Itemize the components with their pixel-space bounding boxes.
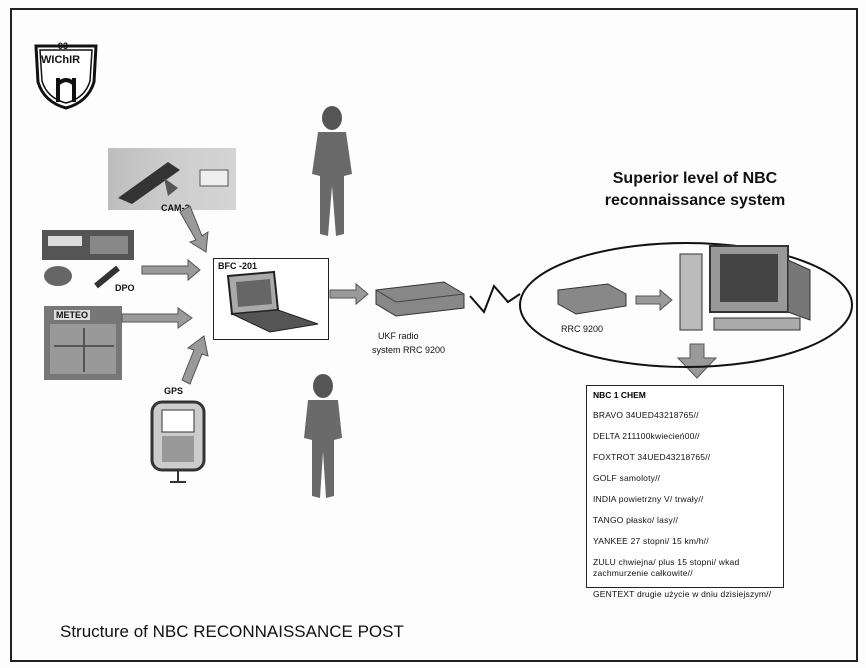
desktop-computer-photo — [674, 240, 814, 336]
message-line: FOXTROT 34UED43218765// — [593, 452, 777, 463]
superior-title-line1: Superior level of NBC — [560, 168, 830, 190]
nbc-1-chem-message: NBC 1 CHEM BRAVO 34UED43218765// DELTA 2… — [586, 385, 784, 588]
radio-link-zigzag — [470, 286, 520, 312]
superior-title-line2: reconnaissance system — [560, 190, 830, 212]
arrow-meteo-to-bfc — [122, 308, 192, 328]
arrow-cam-to-bfc — [180, 206, 208, 252]
rrc-9200-photo — [556, 280, 628, 316]
slide-caption: Structure of NBC RECONNAISSANCE POST — [60, 622, 404, 642]
message-line: YANKEE 27 stopni/ 15 km/h// — [593, 536, 777, 547]
message-line: GOLF samoloty// — [593, 473, 777, 484]
arrow-superior-to-message — [678, 344, 716, 378]
message-line: BRAVO 34UED43218765// — [593, 410, 777, 421]
message-line: DELTA 211100kwiecień00// — [593, 431, 777, 442]
arrow-bfc-to-radio — [330, 284, 368, 304]
arrow-rrc-to-pc — [636, 290, 672, 310]
superior-level-title: Superior level of NBC reconnaissance sys… — [560, 168, 830, 212]
arrow-dpo-to-bfc — [142, 260, 200, 280]
rrc-label: RRC 9200 — [561, 324, 603, 334]
ukf-radio-photo — [372, 278, 468, 318]
message-header: NBC 1 CHEM — [593, 390, 777, 400]
message-line: TANGO płasko/ lasy// — [593, 515, 777, 526]
message-line: INDIA powietrzny V/ trwały// — [593, 494, 777, 505]
radio-label-line2: system RRC 9200 — [372, 345, 445, 355]
message-line: ZULU chwiejna/ plus 15 stopni/ wkad zach… — [593, 557, 777, 579]
message-line: GENTEXT drugie użycie w dniu dzisiejszym… — [593, 589, 777, 600]
arrow-gps-to-bfc — [182, 336, 208, 384]
radio-label-line1: UKF radio — [378, 331, 419, 341]
